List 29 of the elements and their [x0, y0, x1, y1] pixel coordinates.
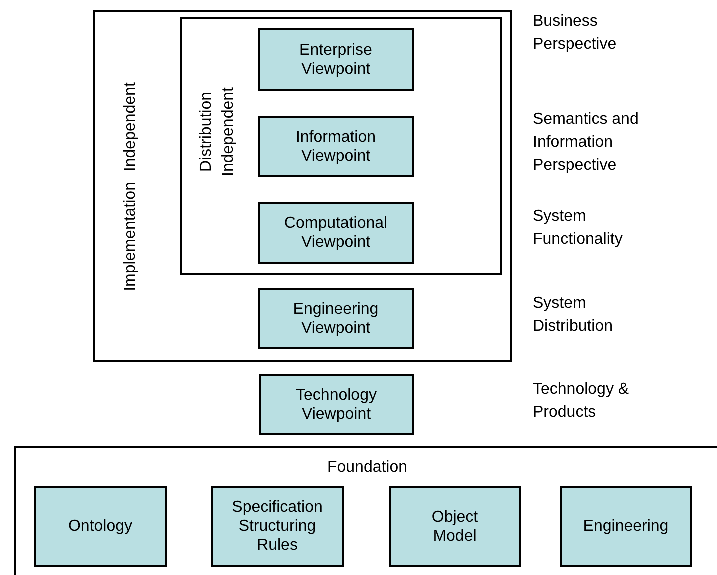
- box-label: Computational Viewpoint: [283, 214, 389, 252]
- box-label: Object Model: [430, 508, 480, 546]
- perspective-label: Technology & Products: [533, 380, 630, 423]
- perspective-label: Semantics and Information Perspective: [533, 110, 640, 176]
- viewpoint-box: [258, 116, 414, 177]
- group-label: Distribution Independent: [197, 86, 238, 178]
- box-label: Technology Viewpoint: [295, 386, 378, 424]
- viewpoint-box: [389, 486, 521, 567]
- viewpoint-box: [259, 374, 414, 435]
- viewpoint-box: [211, 486, 344, 567]
- group-label: Implementation Independent: [121, 82, 140, 294]
- box-label: Engineering Viewpoint: [292, 300, 380, 338]
- viewpoint-box: [258, 288, 414, 349]
- perspective-label: System Functionality: [533, 207, 624, 250]
- box-label: Information Viewpoint: [294, 128, 378, 166]
- panel-title: Foundation: [326, 458, 409, 477]
- viewpoint-box: [258, 202, 414, 264]
- perspective-label: Business Perspective: [533, 12, 618, 55]
- box-label: Engineering: [583, 517, 669, 536]
- box-label: Ontology: [68, 517, 133, 536]
- perspective-label: System Distribution: [533, 294, 614, 337]
- group-frame: [93, 10, 512, 362]
- box-label: Enterprise Viewpoint: [298, 40, 374, 78]
- group-frame: [180, 17, 502, 275]
- foundation-panel: [14, 446, 717, 575]
- viewpoint-box: [560, 486, 692, 567]
- viewpoint-box: [34, 486, 167, 567]
- box-label: Specification Structuring Rules: [231, 498, 324, 555]
- viewpoint-box: [258, 28, 414, 91]
